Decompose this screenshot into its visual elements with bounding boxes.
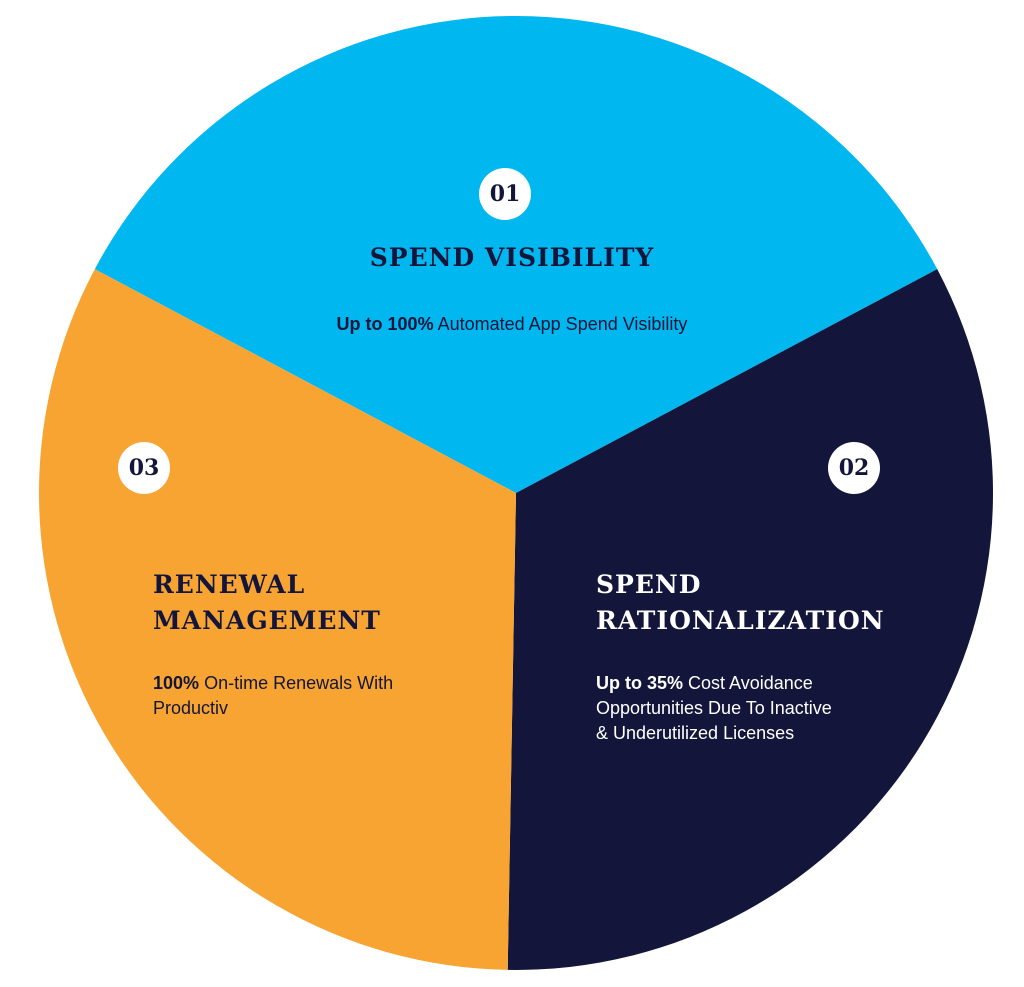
description-line: Opportunities Due To Inactive: [596, 698, 832, 718]
segment-spend-visibility: [94, 15, 938, 493]
description-line: Productiv: [153, 698, 229, 718]
description-line: On-time Renewals With: [204, 673, 394, 693]
title-line: RATIONALIZATION: [596, 606, 885, 635]
title-line: SPEND: [596, 570, 702, 599]
renewal-management-title: RENEWAL MANAGEMENT: [153, 567, 381, 639]
highlight-stat: Up to 100%: [336, 314, 434, 334]
description-line: Automated App Spend Visibility: [437, 314, 688, 334]
title-line: RENEWAL: [153, 570, 306, 599]
segment-renewal-management: [39, 269, 516, 970]
step-number-03: 03: [128, 455, 160, 481]
description-line: Cost Avoidance: [688, 673, 813, 693]
segment-spend-rationalization: [507, 269, 993, 970]
spend-rationalization-title: SPEND RATIONALIZATION: [596, 567, 885, 639]
step-number-02: 02: [838, 455, 870, 481]
step-number-badge-03: 03: [118, 442, 170, 494]
spend-rationalization-description: Up to 35% Cost Avoidance Opportunities D…: [596, 671, 832, 746]
title-line: SPEND VISIBILITY: [369, 243, 655, 272]
renewal-management-description: 100% On-time Renewals With Productiv: [153, 671, 393, 721]
spend-visibility-description: Up to 100% Automated App Spend Visibilit…: [0, 312, 1024, 337]
spend-visibility-title: SPEND VISIBILITY: [0, 240, 1024, 276]
description-line: & Underutilized Licenses: [596, 723, 795, 743]
step-number-badge-01: 01: [479, 168, 531, 220]
step-number-01: 01: [489, 181, 521, 207]
step-number-badge-02: 02: [828, 442, 880, 494]
highlight-stat: 100%: [153, 673, 200, 693]
title-line: MANAGEMENT: [153, 606, 381, 635]
highlight-stat: Up to 35%: [596, 673, 684, 693]
